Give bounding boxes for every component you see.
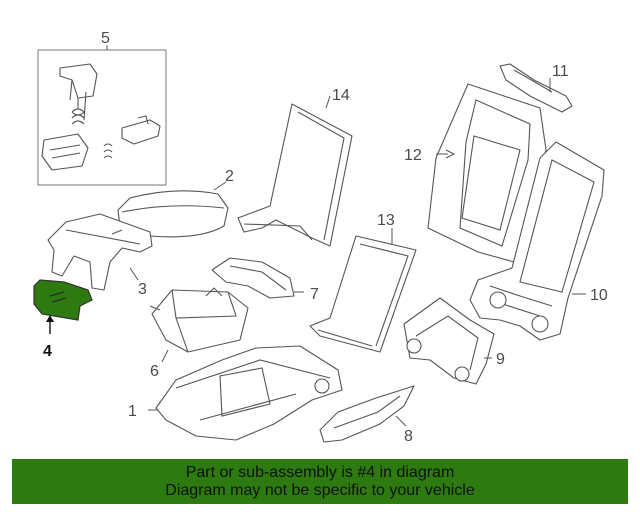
part-13-back-panel xyxy=(309,228,417,353)
callout-11: 11 xyxy=(552,63,569,80)
part-8-side-trim xyxy=(319,385,415,443)
part-7-bracket xyxy=(211,257,304,299)
part-2-armrest-lid xyxy=(117,181,229,238)
callout-3: 3 xyxy=(138,281,147,298)
callout-14: 14 xyxy=(332,87,350,104)
callout-4: 4 xyxy=(43,343,52,360)
part-1-base xyxy=(148,345,343,441)
banner-line-1: Part or sub-assembly is #4 in diagram xyxy=(185,463,455,481)
part-12-seatback-cushion xyxy=(427,83,547,263)
part-6-storage-bin xyxy=(149,287,249,363)
callout-6: 6 xyxy=(150,363,159,380)
part-4-highlighted xyxy=(33,279,93,334)
part-10-seat-frame xyxy=(469,141,605,341)
banner-line-2: Diagram may not be specific to your vehi… xyxy=(165,481,475,499)
callout-12: 12 xyxy=(404,147,422,164)
parts-diagram: 5 2 3 4 6 7 14 13 12 11 10 9 1 8 xyxy=(33,30,608,445)
callout-1: 1 xyxy=(128,403,137,420)
part-11-guide xyxy=(499,63,573,113)
info-banner: Part or sub-assembly is #4 in diagram Di… xyxy=(12,459,628,504)
callout-8: 8 xyxy=(404,428,413,445)
part-9-bracket xyxy=(403,297,495,385)
callout-10: 10 xyxy=(590,287,608,304)
part-14-seatback xyxy=(237,95,353,247)
callout-9: 9 xyxy=(496,351,505,368)
callout-5: 5 xyxy=(101,30,110,47)
part-5-kit xyxy=(37,45,167,186)
part-3-armrest-trim xyxy=(47,213,153,291)
callout-13: 13 xyxy=(377,212,395,229)
callout-2: 2 xyxy=(225,168,234,185)
callout-7: 7 xyxy=(310,286,319,303)
